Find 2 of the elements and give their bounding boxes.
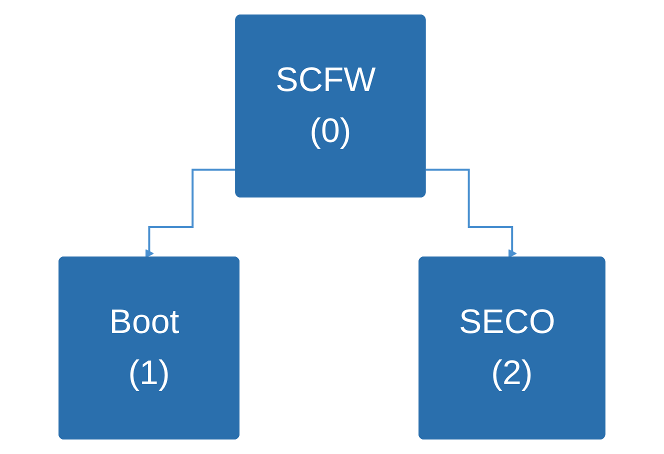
arrow — [145, 168, 236, 258]
arrow — [426, 168, 517, 258]
